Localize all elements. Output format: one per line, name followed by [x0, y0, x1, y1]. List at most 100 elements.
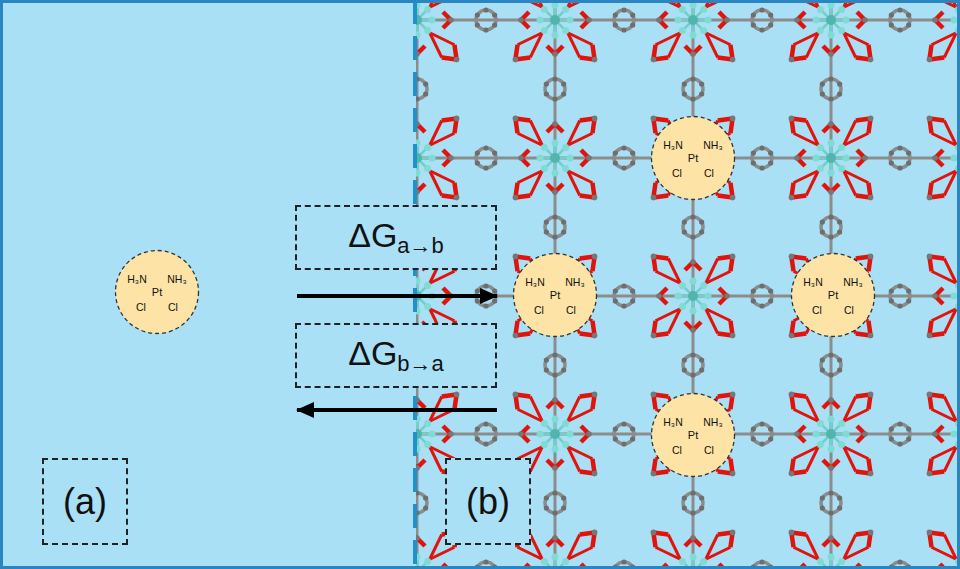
metal-atom	[951, 17, 958, 24]
metal-atom	[424, 441, 431, 448]
carbon-atom	[423, 91, 428, 96]
oxygen-bond	[430, 271, 455, 283]
ligand-label: Cl	[704, 168, 714, 179]
carbon-atom	[906, 298, 911, 303]
carbon-atom	[483, 559, 488, 564]
linker-bond	[830, 20, 833, 158]
metal-atom	[828, 416, 835, 423]
carbon-atom	[768, 160, 773, 165]
carbon-atom	[906, 436, 911, 441]
label-box: ΔGb→a	[295, 323, 497, 388]
carbon-atom	[759, 145, 764, 150]
carbon-atom	[759, 421, 764, 426]
carbon-atom	[751, 288, 756, 293]
carboxylate	[515, 183, 530, 198]
cisplatin-molecule: H₃NNH₃PtClCl	[790, 252, 876, 338]
carbon-atom	[690, 234, 695, 239]
linker-bond	[417, 433, 555, 436]
carboxylate	[929, 532, 944, 547]
carbon-atom	[416, 535, 420, 541]
carbon-atom	[828, 96, 833, 101]
metal-cluster	[789, 0, 874, 62]
oxygen-bond	[530, 121, 542, 146]
carbon-atom	[730, 116, 736, 122]
carbon-atom	[794, 431, 800, 437]
carboxylate	[791, 459, 806, 474]
carbon-atom	[621, 283, 626, 288]
carbon-atom	[897, 7, 902, 12]
carbon-atom	[868, 57, 874, 63]
ligand-label: NH₃	[565, 277, 584, 288]
carboxylate	[718, 321, 733, 336]
molecule-circle	[792, 254, 875, 337]
metal-atom	[688, 15, 698, 25]
carbon-atom	[423, 505, 428, 510]
carbon-atom	[613, 160, 618, 165]
metal-cluster	[651, 116, 736, 201]
carbon-atom	[518, 155, 524, 161]
carbon-atom	[699, 367, 704, 372]
molecule-circle	[514, 254, 597, 337]
carbon-atom	[828, 510, 833, 515]
oxygen-bond	[568, 409, 593, 421]
metal-atom	[838, 558, 845, 565]
metal-atom	[424, 282, 431, 289]
carbon-atom	[552, 352, 557, 357]
carbon-atom	[906, 150, 911, 155]
metal-atom	[817, 420, 824, 427]
carbon-atom	[699, 357, 704, 362]
carbon-atom	[621, 303, 626, 308]
metal-atom	[679, 282, 686, 289]
linker-bond	[831, 433, 960, 436]
carbon-atom	[621, 165, 626, 170]
metal-atom	[700, 27, 707, 34]
ligand-label: NH₃	[843, 277, 862, 288]
carbon-atom	[454, 254, 460, 260]
metal-atom	[690, 554, 697, 561]
carbon-atom	[552, 76, 557, 81]
carbon-atom	[751, 426, 756, 431]
metal-cluster	[789, 116, 874, 201]
carbon-atom	[889, 298, 894, 303]
oxygen-bond	[932, 33, 957, 45]
carbon-atom	[868, 254, 874, 260]
carbon-atom	[656, 293, 662, 299]
metal-atom	[700, 303, 707, 310]
carbon-atom	[820, 91, 825, 96]
oxygen-bond	[568, 133, 593, 145]
carbon-atom	[730, 254, 736, 260]
metal-atom	[826, 429, 836, 439]
carbon-atom	[699, 495, 704, 500]
carboxylate	[653, 532, 668, 547]
edge-label: ΔGa→b	[348, 218, 444, 257]
carbon-atom	[592, 530, 598, 536]
carbon-atom	[889, 150, 894, 155]
linker-bond	[830, 434, 833, 569]
oxygen-bond	[706, 547, 731, 559]
carbon-atom	[897, 283, 902, 288]
carboxylate	[791, 118, 806, 133]
carbon-atom	[561, 495, 566, 500]
oxygen-bond	[530, 397, 542, 422]
carbon-atom	[906, 426, 911, 431]
carbon-atom	[690, 327, 696, 333]
carbon-atom	[868, 116, 874, 122]
metal-atom	[541, 441, 548, 448]
carbon-atom	[475, 436, 480, 441]
carboxylate	[442, 183, 457, 198]
carbon-atom	[448, 17, 454, 23]
carbon-atom	[927, 57, 933, 63]
oxygen-bond	[430, 447, 442, 472]
carboxylate	[791, 394, 806, 409]
carbon-atom	[932, 431, 938, 437]
carbon-atom	[699, 81, 704, 86]
carboxylate	[580, 118, 595, 133]
carboxylate	[653, 321, 668, 336]
ligand-label: Cl	[534, 305, 544, 316]
oxygen-bond	[844, 171, 856, 196]
metal-cluster	[927, 254, 960, 339]
carbon-atom	[699, 219, 704, 224]
ligand-label: NH₃	[703, 140, 722, 151]
oxygen-bond	[430, 547, 455, 559]
